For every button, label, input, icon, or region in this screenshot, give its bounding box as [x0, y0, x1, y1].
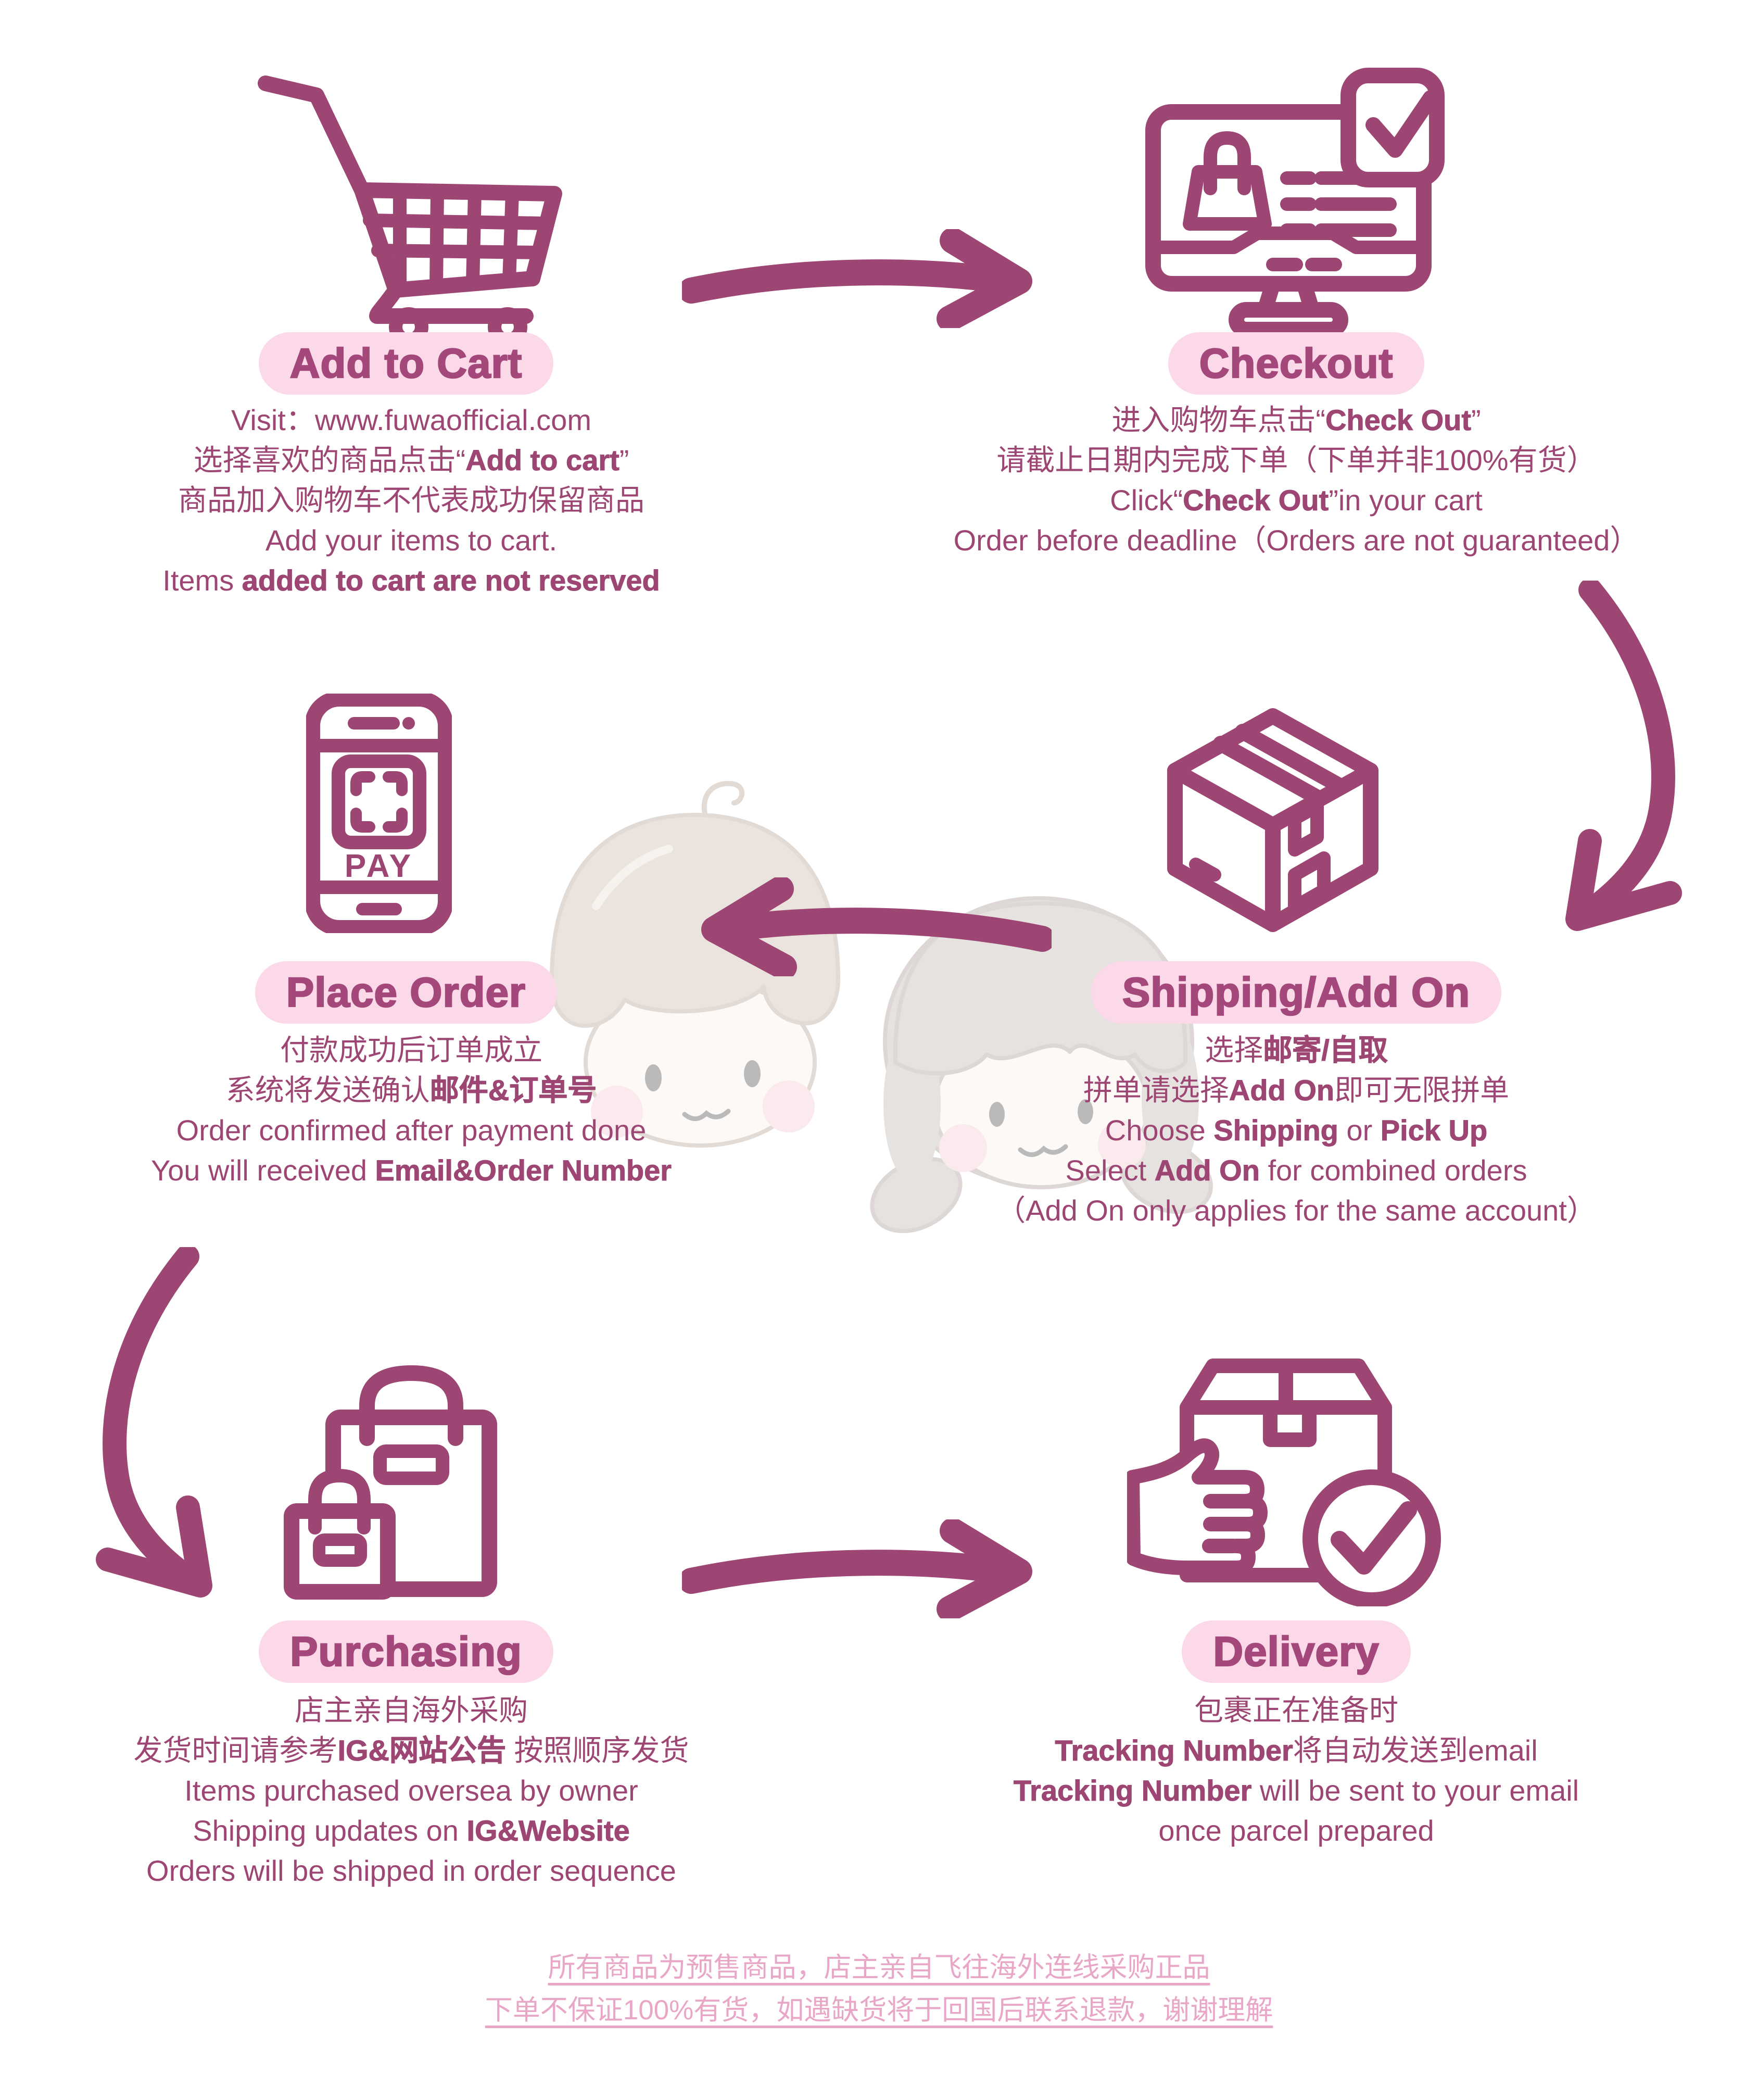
add-to-cart-description: Visit：www.fuwaofficial.com 选择喜欢的商品点击“Add …	[5, 400, 817, 600]
text-line: （Add On only applies for the same accoun…	[996, 1194, 1596, 1227]
step-shipping-heading: Shipping/Add On	[890, 961, 1702, 1024]
arrow-right-top	[682, 229, 1032, 328]
text-line: Order before deadline（Orders are not gua…	[953, 524, 1639, 557]
text-line: 发货时间请参考IG&网站公告 按照顺序发货	[133, 1734, 689, 1767]
place-order-description: 付款成功后订单成立系统将发送确认邮件&订单号 Order confirmed af…	[5, 1030, 817, 1190]
text-line: once parcel prepared	[1158, 1814, 1434, 1847]
text-line: Click“Check Out”in your cart	[1110, 484, 1483, 517]
purchasing-pill: Purchasing	[259, 1620, 553, 1683]
text-line: Choose Shipping or Pick Up	[1105, 1114, 1488, 1147]
text-line: 拼单请选择Add On即可无限拼单	[1083, 1074, 1510, 1107]
shipping-description: 选择邮寄/自取拼单请选择Add On即可无限拼单 Choose Shipping …	[890, 1030, 1702, 1230]
text-line: Items added to cart are not reserved	[162, 564, 660, 597]
purchasing-description: 店主亲自海外采购发货时间请参考IG&网站公告 按照顺序发货 Items purch…	[5, 1690, 817, 1891]
shipping-add-on-pill: Shipping/Add On	[1091, 961, 1502, 1024]
preorder-disclaimer: 所有商品为预售商品，店主亲自飞往海外连线采购正品下单不保证100%有货，如遇缺货…	[0, 1946, 1758, 2032]
checkout-description: 进入购物车点击“Check Out” 请截止日期内完成下单（下单并非100%有货）…	[890, 400, 1702, 560]
parcel-box-icon	[1167, 708, 1378, 932]
arrow-curve-down-left	[1565, 581, 1682, 931]
text-line: Order confirmed after payment done	[176, 1114, 647, 1147]
text-line: 选择喜欢的商品点击“Add to cart”	[193, 444, 629, 477]
boy-face-watermark	[550, 781, 840, 1148]
text-line: 选择邮寄/自取	[1205, 1034, 1388, 1067]
text-line: 店主亲自海外采购	[295, 1694, 528, 1727]
shopping-bags-icon	[284, 1365, 497, 1600]
text-line: Tracking Number will be sent to your ema…	[1013, 1774, 1579, 1807]
text-line: Items purchased oversea by owner	[184, 1774, 638, 1807]
arrow-right-bottom	[682, 1519, 1032, 1618]
text-line: 商品加入购物车不代表成功保留商品	[178, 484, 644, 517]
text-line: Add your items to cart.	[265, 524, 558, 557]
checkout-pill: Checkout	[1168, 332, 1425, 395]
text-line: 所有商品为预售商品，店主亲自飞往海外连线采购正品	[548, 1952, 1210, 1983]
step-delivery-heading: Delivery	[890, 1620, 1702, 1683]
add-to-cart-pill: Add to Cart	[258, 332, 554, 395]
text-line: 下单不保证100%有货，如遇缺货将于回国后联系退款，谢谢理解	[485, 1995, 1273, 2026]
step-checkout-heading: Checkout	[890, 332, 1702, 395]
text-line: 进入购物车点击“Check Out”	[1111, 404, 1481, 437]
delivery-pill: Delivery	[1182, 1620, 1411, 1683]
arrow-curve-down-right	[96, 1247, 212, 1598]
text-line: Visit：www.fuwaofficial.com	[231, 404, 591, 436]
text-line: Shipping updates on IG&Website	[193, 1814, 630, 1847]
text-line: 包裹正在准备时	[1194, 1694, 1398, 1727]
text-line: 请截止日期内完成下单（下单并非100%有货）	[996, 444, 1596, 476]
pay-label: PAY	[345, 848, 413, 884]
delivery-hand-box-icon	[1127, 1359, 1441, 1606]
place-order-pill: Place Order	[255, 961, 558, 1024]
step-add-to-cart-heading: Add to Cart	[0, 332, 812, 395]
text-line: Select Add On for combined orders	[1065, 1154, 1527, 1187]
shopping-cart-icon	[258, 76, 562, 341]
text-line: Tracking Number将自动发送到email	[1055, 1734, 1538, 1767]
text-line: 系统将发送确认邮件&订单号	[225, 1074, 597, 1107]
text-line: You will received Email&Order Number	[150, 1154, 672, 1187]
text-line: Orders will be shipped in order sequence	[146, 1854, 676, 1887]
arrow-left-middle	[701, 877, 1052, 976]
online-checkout-icon	[1145, 68, 1445, 333]
step-purchasing-heading: Purchasing	[0, 1620, 812, 1683]
step-place-order-heading: Place Order	[0, 961, 812, 1024]
phone-pay-icon: PAY	[306, 694, 452, 933]
text-line: 付款成功后订单成立	[280, 1034, 542, 1066]
